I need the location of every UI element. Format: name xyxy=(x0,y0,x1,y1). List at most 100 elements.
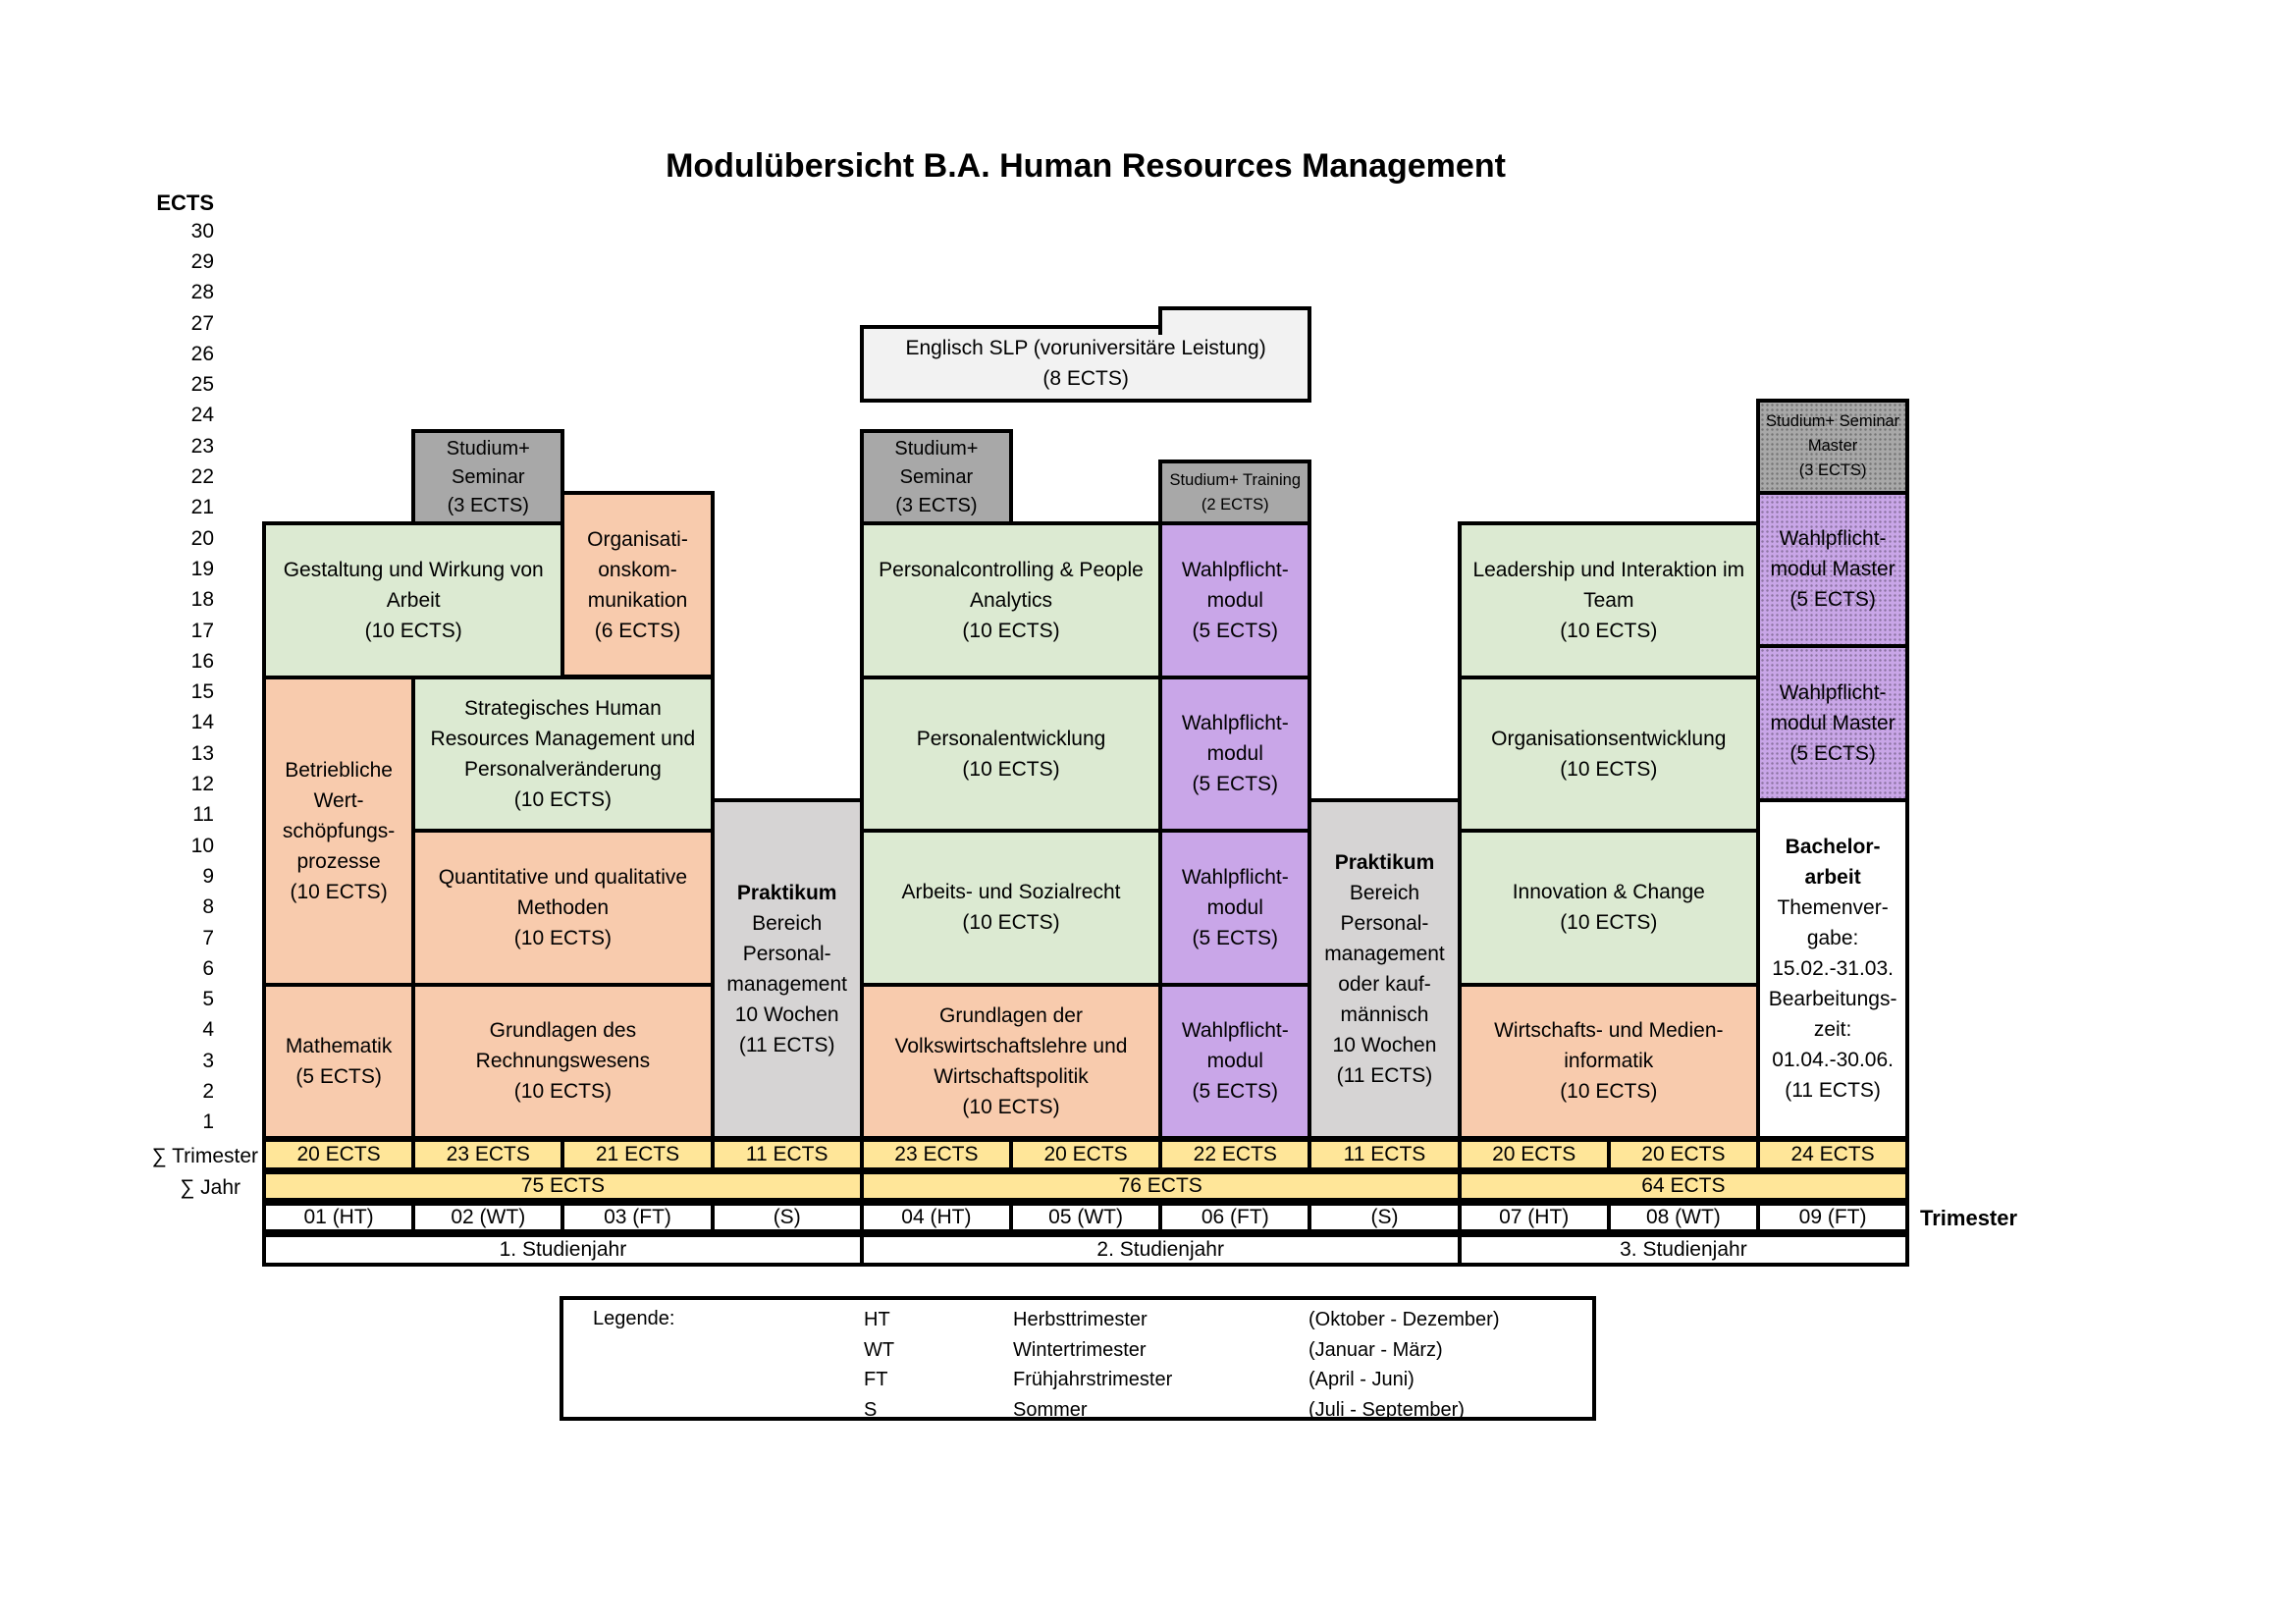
module-text-line: Innovation & Change xyxy=(1512,881,1705,904)
module-text-line: Englisch SLP (voruniversitäre Leistung) xyxy=(905,337,1266,360)
module-text-line: Team xyxy=(1583,588,1634,612)
ects-tick-9: 9 xyxy=(202,864,214,888)
module-text-line: modul xyxy=(1206,742,1263,766)
module-text-line: Wahlpflicht- xyxy=(1181,1019,1289,1043)
module-text-line: Personalentwicklung xyxy=(916,727,1106,750)
ects-tick-16: 16 xyxy=(190,649,214,673)
legend-name-s: Sommer xyxy=(1013,1398,1088,1421)
module-organisationsentwicklung: Organisationsentwicklung(10 ECTS) xyxy=(1457,675,1760,833)
module-text-line: (6 ECTS) xyxy=(594,619,681,642)
ects-tick-22: 22 xyxy=(190,465,214,489)
module-personalentwicklung: Personalentwicklung (10 ECTS) xyxy=(859,675,1163,833)
module-text-line: (11 ECTS) xyxy=(738,1033,835,1056)
sum-trimester-cell-9: 20 ECTS xyxy=(1606,1138,1760,1171)
sum-trimester-cell-4: 23 ECTS xyxy=(859,1138,1013,1171)
sum-trimester-cell-5: 20 ECTS xyxy=(1009,1138,1163,1171)
ects-tick-3: 3 xyxy=(202,1049,214,1072)
sum-trimester-cell-2: 21 ECTS xyxy=(561,1138,715,1171)
ects-tick-17: 17 xyxy=(190,619,214,642)
module-text-line: modul xyxy=(1206,1050,1263,1073)
module-text-line: Master xyxy=(1807,437,1858,456)
ects-tick-29: 29 xyxy=(190,249,214,273)
sum-year-cell-1: 76 ECTS xyxy=(859,1170,1462,1202)
module-text-line: Wirtschafts- und Medien- xyxy=(1494,1019,1724,1043)
module-text-line: (5 ECTS) xyxy=(1192,619,1279,642)
module-text-line: Wahlpflicht- xyxy=(1181,558,1289,581)
module-wirtschafts-medieninformatik: Wirtschafts- und Medien-informatik(10 EC… xyxy=(1457,982,1760,1140)
sum-trimester-cell-1: 23 ECTS xyxy=(411,1138,565,1171)
module-text-line: Organisationsentwicklung xyxy=(1491,727,1727,750)
trimester-id-cell-1: 02 (WT) xyxy=(411,1202,565,1233)
module-innovation-change: Innovation & Change (10 ECTS) xyxy=(1457,829,1760,987)
ects-tick-19: 19 xyxy=(190,557,214,580)
page-title: Modulübersicht B.A. Human Resources Mana… xyxy=(666,147,1506,185)
module-text-line: (5 ECTS) xyxy=(1192,1080,1279,1104)
module-text-line: Wahlpflicht- xyxy=(1779,680,1887,704)
trimester-id-cell-8: 07 (HT) xyxy=(1457,1202,1611,1233)
module-text-line: Gestaltung und Wirkung von xyxy=(283,558,544,581)
legend-range-wt: (Januar - März) xyxy=(1308,1338,1443,1361)
module-wahlpflichtmodul-2: Wahlpflicht-modul(5 ECTS) xyxy=(1158,675,1312,833)
module-text-line: (10 ECTS) xyxy=(962,757,1060,781)
module-text-line: (10 ECTS) xyxy=(1560,619,1658,642)
legend-name-wt: Wintertrimester xyxy=(1013,1338,1147,1361)
studienjahr-cell-2: 3. Studienjahr xyxy=(1457,1233,1910,1267)
sum-trimester-cell-7: 11 ECTS xyxy=(1308,1138,1462,1171)
module-text-line: Themenver- xyxy=(1777,896,1889,920)
module-text-line: Personalcontrolling & People xyxy=(879,558,1144,581)
module-arbeits-und-sozialrecht: Arbeits- und Sozialrecht(10 ECTS) xyxy=(859,829,1163,987)
trimester-id-cell-6: 06 (FT) xyxy=(1158,1202,1312,1233)
module-text-line: (5 ECTS) xyxy=(1789,741,1876,765)
module-text-line: oder kauf- xyxy=(1338,972,1431,996)
ects-tick-2: 2 xyxy=(202,1080,214,1104)
module-text-line: Bereich xyxy=(752,911,823,935)
sum-trimester-cell-0: 20 ECTS xyxy=(262,1138,416,1171)
ects-tick-24: 24 xyxy=(190,404,214,427)
module-text-line: (11 ECTS) xyxy=(1785,1079,1881,1103)
module-wahlpflichtmodul-1: Wahlpflicht-modul (5 ECTS) xyxy=(1158,521,1312,679)
module-text-line: Volkswirtschaftslehre und xyxy=(894,1034,1128,1057)
module-text-line: (10 ECTS) xyxy=(364,619,462,642)
module-text-line: Studium+ xyxy=(446,437,530,460)
module-text-line: Personalveränderung xyxy=(463,757,662,781)
module-text-line: schöpfungs- xyxy=(282,819,396,842)
module-wahlpflichtmodul-master-2: Wahlpflicht-modul Master(5 ECTS) xyxy=(1756,644,1910,802)
ects-tick-12: 12 xyxy=(190,773,214,796)
module-text-line: Leadership und Interaktion im xyxy=(1472,558,1745,581)
module-text-line: (10 ECTS) xyxy=(1560,911,1658,935)
module-studium-training: Studium+ Training(2 ECTS) xyxy=(1158,460,1312,525)
module-text-line: management xyxy=(1324,942,1445,965)
module-text-line: Studium+ Seminar xyxy=(1765,412,1900,431)
legend-heading: Legende: xyxy=(593,1308,675,1329)
module-text-line: munikation xyxy=(587,588,688,612)
module-text-line: Wirtschaftspolitik xyxy=(934,1064,1089,1088)
module-text-line: Arbeits- und Sozialrecht xyxy=(901,881,1121,904)
module-text-line: (10 ECTS) xyxy=(513,926,612,949)
ects-tick-15: 15 xyxy=(190,680,214,704)
module-leadership-interaktion-team: Leadership und Interaktion im Team (10 ECT… xyxy=(1457,521,1760,679)
module-text-line: 10 Wochen xyxy=(734,1002,839,1026)
trimester-id-cell-0: 01 (HT) xyxy=(262,1202,416,1233)
sum-trimester-cell-8: 20 ECTS xyxy=(1457,1138,1611,1171)
module-text-line: Arbeit xyxy=(386,588,441,612)
module-text-line: Seminar xyxy=(452,465,525,488)
module-text-line: Analytics xyxy=(969,588,1052,612)
ects-tick-30: 30 xyxy=(190,219,214,243)
module-text-line: Grundlagen der xyxy=(939,1003,1083,1027)
ects-tick-27: 27 xyxy=(190,311,214,335)
trimester-id-cell-4: 04 (HT) xyxy=(859,1202,1013,1233)
module-text-line: Organisati- xyxy=(587,527,688,551)
module-studium-seminar-jahr1: Studium+Seminar(3 ECTS) xyxy=(411,429,565,525)
module-text-line: prozesse xyxy=(296,849,381,873)
trimester-id-cell-7: (S) xyxy=(1308,1202,1462,1233)
module-text-line: Personal- xyxy=(1340,911,1429,935)
module-text-line: Studium+ Training xyxy=(1169,470,1301,489)
module-text-line: (8 ECTS) xyxy=(1042,367,1129,391)
sum-trimester-label: ∑ Trimester xyxy=(151,1145,258,1167)
module-text-line: modul xyxy=(1206,588,1263,612)
module-text-line: (5 ECTS) xyxy=(1192,773,1279,796)
module-wahlpflichtmodul-3: Wahlpflicht-modul(5 ECTS) xyxy=(1158,829,1312,987)
